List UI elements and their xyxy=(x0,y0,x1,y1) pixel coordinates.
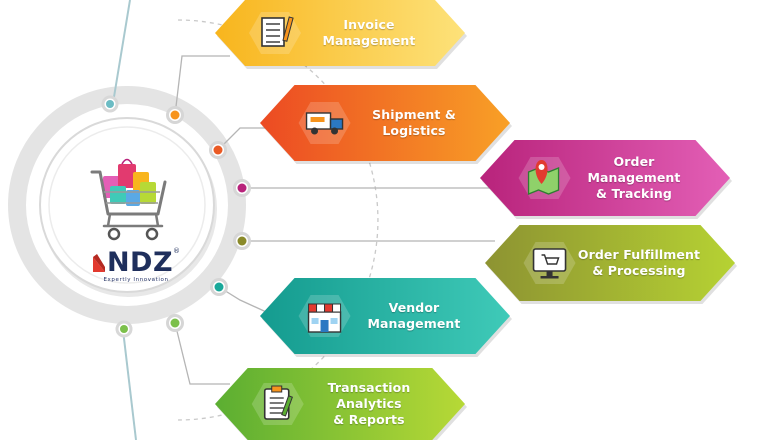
connector-shipment-logistics xyxy=(217,127,275,151)
ndz-logo-mark xyxy=(92,253,105,272)
order-management-tracking-label-line: Order Management xyxy=(587,154,681,185)
brand-name: NDZ xyxy=(106,247,174,278)
transaction-analytics-reports-label-line: & Reports xyxy=(333,412,405,427)
node-core-invoice-management xyxy=(170,110,180,120)
storefront-icon xyxy=(307,303,342,333)
vendor-management-label: Vendor Management xyxy=(353,278,476,354)
node-core-shipment-logistics xyxy=(213,145,223,155)
bottom-stem-line xyxy=(122,329,137,440)
node-core-order-management-tracking xyxy=(237,183,247,193)
report-clipboard-icon xyxy=(263,385,293,420)
invoice-management-label: Invoice Management xyxy=(303,0,435,66)
vendor-management-block[interactable] xyxy=(260,278,512,357)
bottom-stem-node-core xyxy=(120,325,128,333)
invoice-management-shape xyxy=(215,0,465,66)
invoice-management-label-line: Invoice Management xyxy=(322,17,416,48)
module-blocks xyxy=(215,0,737,440)
invoice-management-block[interactable] xyxy=(215,0,467,69)
transaction-analytics-reports-block[interactable] xyxy=(215,368,467,440)
vendor-management-shape xyxy=(260,278,510,354)
transaction-analytics-reports-label-line: Transaction Analytics xyxy=(327,380,411,411)
hub-ring xyxy=(8,86,246,324)
connector-transaction-analytics-reports xyxy=(174,322,230,385)
delivery-truck-icon xyxy=(305,112,344,135)
ring-nodes xyxy=(166,106,251,332)
connector-lines xyxy=(174,55,495,385)
node-core-order-fulfillment-processing xyxy=(237,236,247,246)
shopping-cart-with-bags-icon xyxy=(90,158,167,241)
order-fulfillment-processing-label: Order Fulfillment& Processing xyxy=(578,225,701,301)
transaction-analytics-reports-label: Transaction Analytics& Reports xyxy=(306,368,433,440)
brand-tagline: Expertly Innovation xyxy=(103,277,169,283)
ndz-logo: NDZ® Expertly Innovation xyxy=(80,247,192,283)
shipment-logistics-label-line: Shipment & Logistics xyxy=(372,107,456,138)
top-stem-line xyxy=(112,0,131,104)
order-fulfillment-processing-label-line: Order Fulfillment xyxy=(577,247,701,262)
order-management-tracking-label: Order Management& Tracking xyxy=(573,140,696,216)
node-core-transaction-analytics-reports xyxy=(170,318,180,328)
order-fulfillment-processing-shape xyxy=(485,225,735,301)
map-location-pin-icon xyxy=(527,160,560,195)
top-stem-node-core xyxy=(106,100,114,108)
vendor-management-label-line: Vendor Management xyxy=(367,300,461,331)
order-management-tracking-label-line: & Tracking xyxy=(596,186,672,201)
order-fulfillment-processing-label-line: & Processing xyxy=(592,263,686,278)
shipment-logistics-shape xyxy=(260,85,510,161)
invoice-document-icon xyxy=(261,16,294,47)
trademark-symbol: ® xyxy=(173,247,181,255)
order-management-tracking-shape xyxy=(480,140,730,216)
connector-invoice-management xyxy=(174,55,230,116)
shipment-logistics-label: Shipment & Logistics xyxy=(353,85,476,161)
shipment-logistics-block[interactable] xyxy=(260,85,512,164)
order-management-tracking-block[interactable] xyxy=(480,140,732,219)
order-fulfillment-processing-block[interactable] xyxy=(485,225,737,304)
monitor-cart-icon xyxy=(532,248,567,279)
node-core-vendor-management xyxy=(214,282,224,292)
